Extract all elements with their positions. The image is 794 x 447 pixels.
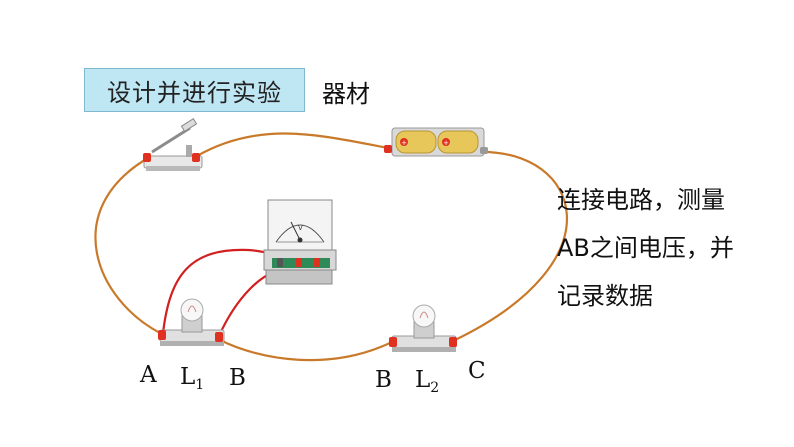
equipment-label: 器材 [322,80,370,108]
bulb-l2-letter: L [415,367,431,393]
bulb-l1-label: L1 [180,364,204,393]
instruction-text: 连接电路，测量 AB之间电压，并 记录数据 [557,176,772,320]
instruction-line: 连接电路，测量 [557,186,725,214]
bulb-l1-subscript: 1 [195,377,205,393]
svg-text:+: + [443,139,449,147]
bulb-l2-component [389,304,457,352]
bulb-l1-component [158,298,225,346]
voltmeter-component: V [263,199,337,285]
voltmeter-unit: V [298,224,303,232]
svg-text:+: + [401,139,407,147]
instruction-line: 记录数据 [557,282,653,310]
node-label-b-left: B [229,365,246,391]
node-label-a: A [140,362,157,388]
instruction-line: AB之间电压，并 [557,234,734,262]
section-title: 设计并进行实验 [84,68,305,112]
switch-component [143,118,203,171]
circuit-wire-main [94,132,569,362]
bulb-l1-letter: L [180,364,196,390]
battery-component: + + [384,127,488,157]
node-label-b-right: B [375,367,392,393]
bulb-l2-label: L2 [415,367,439,396]
node-label-c: C [468,358,486,384]
bulb-l2-subscript: 2 [430,380,440,396]
